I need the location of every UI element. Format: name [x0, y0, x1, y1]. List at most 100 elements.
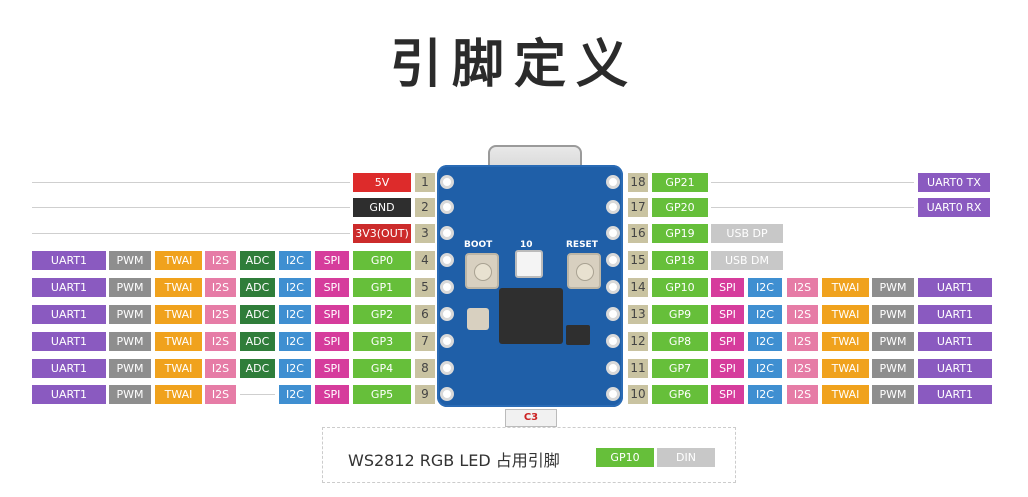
connector-line — [240, 394, 275, 395]
pin-hole-icon — [606, 200, 620, 214]
func-i2s-label: I2S — [787, 385, 818, 404]
pin-number-7: 7 — [415, 332, 435, 351]
pin-number-6: 6 — [415, 305, 435, 324]
func-twai-label: TWAI — [155, 385, 202, 404]
func-spi-label: SPI — [711, 385, 744, 404]
func-i2c-label: I2C — [748, 305, 782, 324]
func-pwm-label: PWM — [109, 385, 151, 404]
func-pwm-label: PWM — [872, 305, 914, 324]
func-uart1-label: UART1 — [32, 278, 106, 297]
connector-line — [711, 182, 914, 183]
gpio-label-5v: 5V — [353, 173, 411, 192]
func-i2s-label: I2S — [205, 385, 236, 404]
gpio-label-gp4: GP4 — [353, 359, 411, 378]
func-twai-label: TWAI — [155, 359, 202, 378]
func-spi-label: SPI — [315, 385, 349, 404]
usb-signal-label: USB DM — [711, 251, 783, 270]
pin-number-8: 8 — [415, 359, 435, 378]
func-i2c-label: I2C — [279, 359, 311, 378]
func-uart1-label: UART1 — [918, 332, 992, 351]
func-adc-label: ADC — [240, 332, 275, 351]
func-pwm-label: PWM — [109, 251, 151, 270]
func-uart1-label: UART1 — [918, 305, 992, 324]
gpio-label-gp7: GP7 — [652, 359, 708, 378]
func-spi-label: SPI — [315, 278, 349, 297]
pin-number-3: 3 — [415, 224, 435, 243]
func-i2s-label: I2S — [205, 359, 236, 378]
func-uart1-label: UART1 — [32, 385, 106, 404]
legend-box — [322, 427, 736, 483]
connector-line — [32, 207, 350, 208]
func-pwm-label: PWM — [109, 332, 151, 351]
uart0-label: UART0 RX — [918, 198, 990, 217]
pin-hole-icon — [440, 361, 454, 375]
boot-button-cap-icon — [474, 263, 492, 281]
func-pwm-label: PWM — [109, 359, 151, 378]
func-spi-label: SPI — [711, 359, 744, 378]
gpio-label-gp1: GP1 — [353, 278, 411, 297]
func-i2s-label: I2S — [205, 332, 236, 351]
chip-logo: C3 — [505, 409, 557, 427]
func-i2s-label: I2S — [205, 278, 236, 297]
gpio-label-gp9: GP9 — [652, 305, 708, 324]
func-i2c-label: I2C — [748, 332, 782, 351]
func-pwm-label: PWM — [872, 278, 914, 297]
func-spi-label: SPI — [711, 332, 744, 351]
func-i2s-label: I2S — [787, 332, 818, 351]
func-i2c-label: I2C — [279, 385, 311, 404]
gpio-label-gp10: GP10 — [652, 278, 708, 297]
gpio-label-gp2: GP2 — [353, 305, 411, 324]
legend-text: WS2812 RGB LED 占用引脚 — [348, 451, 560, 470]
pin-number-18: 18 — [628, 173, 648, 192]
pin-hole-icon — [606, 253, 620, 267]
func-i2s-label: I2S — [787, 305, 818, 324]
func-twai-label: TWAI — [822, 332, 869, 351]
component-icon — [566, 325, 590, 345]
func-spi-label: SPI — [315, 251, 349, 270]
pin-hole-icon — [440, 175, 454, 189]
pin-number-16: 16 — [628, 224, 648, 243]
pin-number-1: 1 — [415, 173, 435, 192]
func-twai-label: TWAI — [155, 251, 202, 270]
gpio-label-gp3: GP3 — [353, 332, 411, 351]
pin-number-12: 12 — [628, 332, 648, 351]
reset-button-cap-icon — [576, 263, 594, 281]
func-spi-label: SPI — [711, 305, 744, 324]
func-spi-label: SPI — [315, 359, 349, 378]
gpio-label-gp21: GP21 — [652, 173, 708, 192]
gpio-label-gp6: GP6 — [652, 385, 708, 404]
gpio-label-gp20: GP20 — [652, 198, 708, 217]
func-twai-label: TWAI — [155, 305, 202, 324]
func-twai-label: TWAI — [822, 305, 869, 324]
reset-button — [567, 253, 601, 289]
component-icon — [467, 308, 489, 330]
pin-number-13: 13 — [628, 305, 648, 324]
pin-hole-icon — [606, 307, 620, 321]
gpio-label-gp0: GP0 — [353, 251, 411, 270]
gpio-label-gp8: GP8 — [652, 332, 708, 351]
connector-line — [711, 207, 914, 208]
func-twai-label: TWAI — [822, 359, 869, 378]
func-i2c-label: I2C — [279, 305, 311, 324]
pin-hole-icon — [606, 387, 620, 401]
usb-signal-label: USB DP — [711, 224, 783, 243]
func-twai-label: TWAI — [155, 332, 202, 351]
func-pwm-label: PWM — [872, 385, 914, 404]
pin-hole-icon — [606, 226, 620, 240]
func-pwm-label: PWM — [109, 305, 151, 324]
pin-number-11: 11 — [628, 359, 648, 378]
func-i2c-label: I2C — [748, 359, 782, 378]
pin-hole-icon — [440, 200, 454, 214]
pin-number-4: 4 — [415, 251, 435, 270]
gpio-label-3v3(out): 3V3(OUT) — [353, 224, 411, 243]
func-pwm-label: PWM — [872, 332, 914, 351]
func-i2c-label: I2C — [748, 385, 782, 404]
pin-number-2: 2 — [415, 198, 435, 217]
gpio-label-gp5: GP5 — [353, 385, 411, 404]
gpio-label-gp19: GP19 — [652, 224, 708, 243]
func-pwm-label: PWM — [109, 278, 151, 297]
pin-number-15: 15 — [628, 251, 648, 270]
func-adc-label: ADC — [240, 359, 275, 378]
pin-number-9: 9 — [415, 385, 435, 404]
func-spi-label: SPI — [315, 305, 349, 324]
